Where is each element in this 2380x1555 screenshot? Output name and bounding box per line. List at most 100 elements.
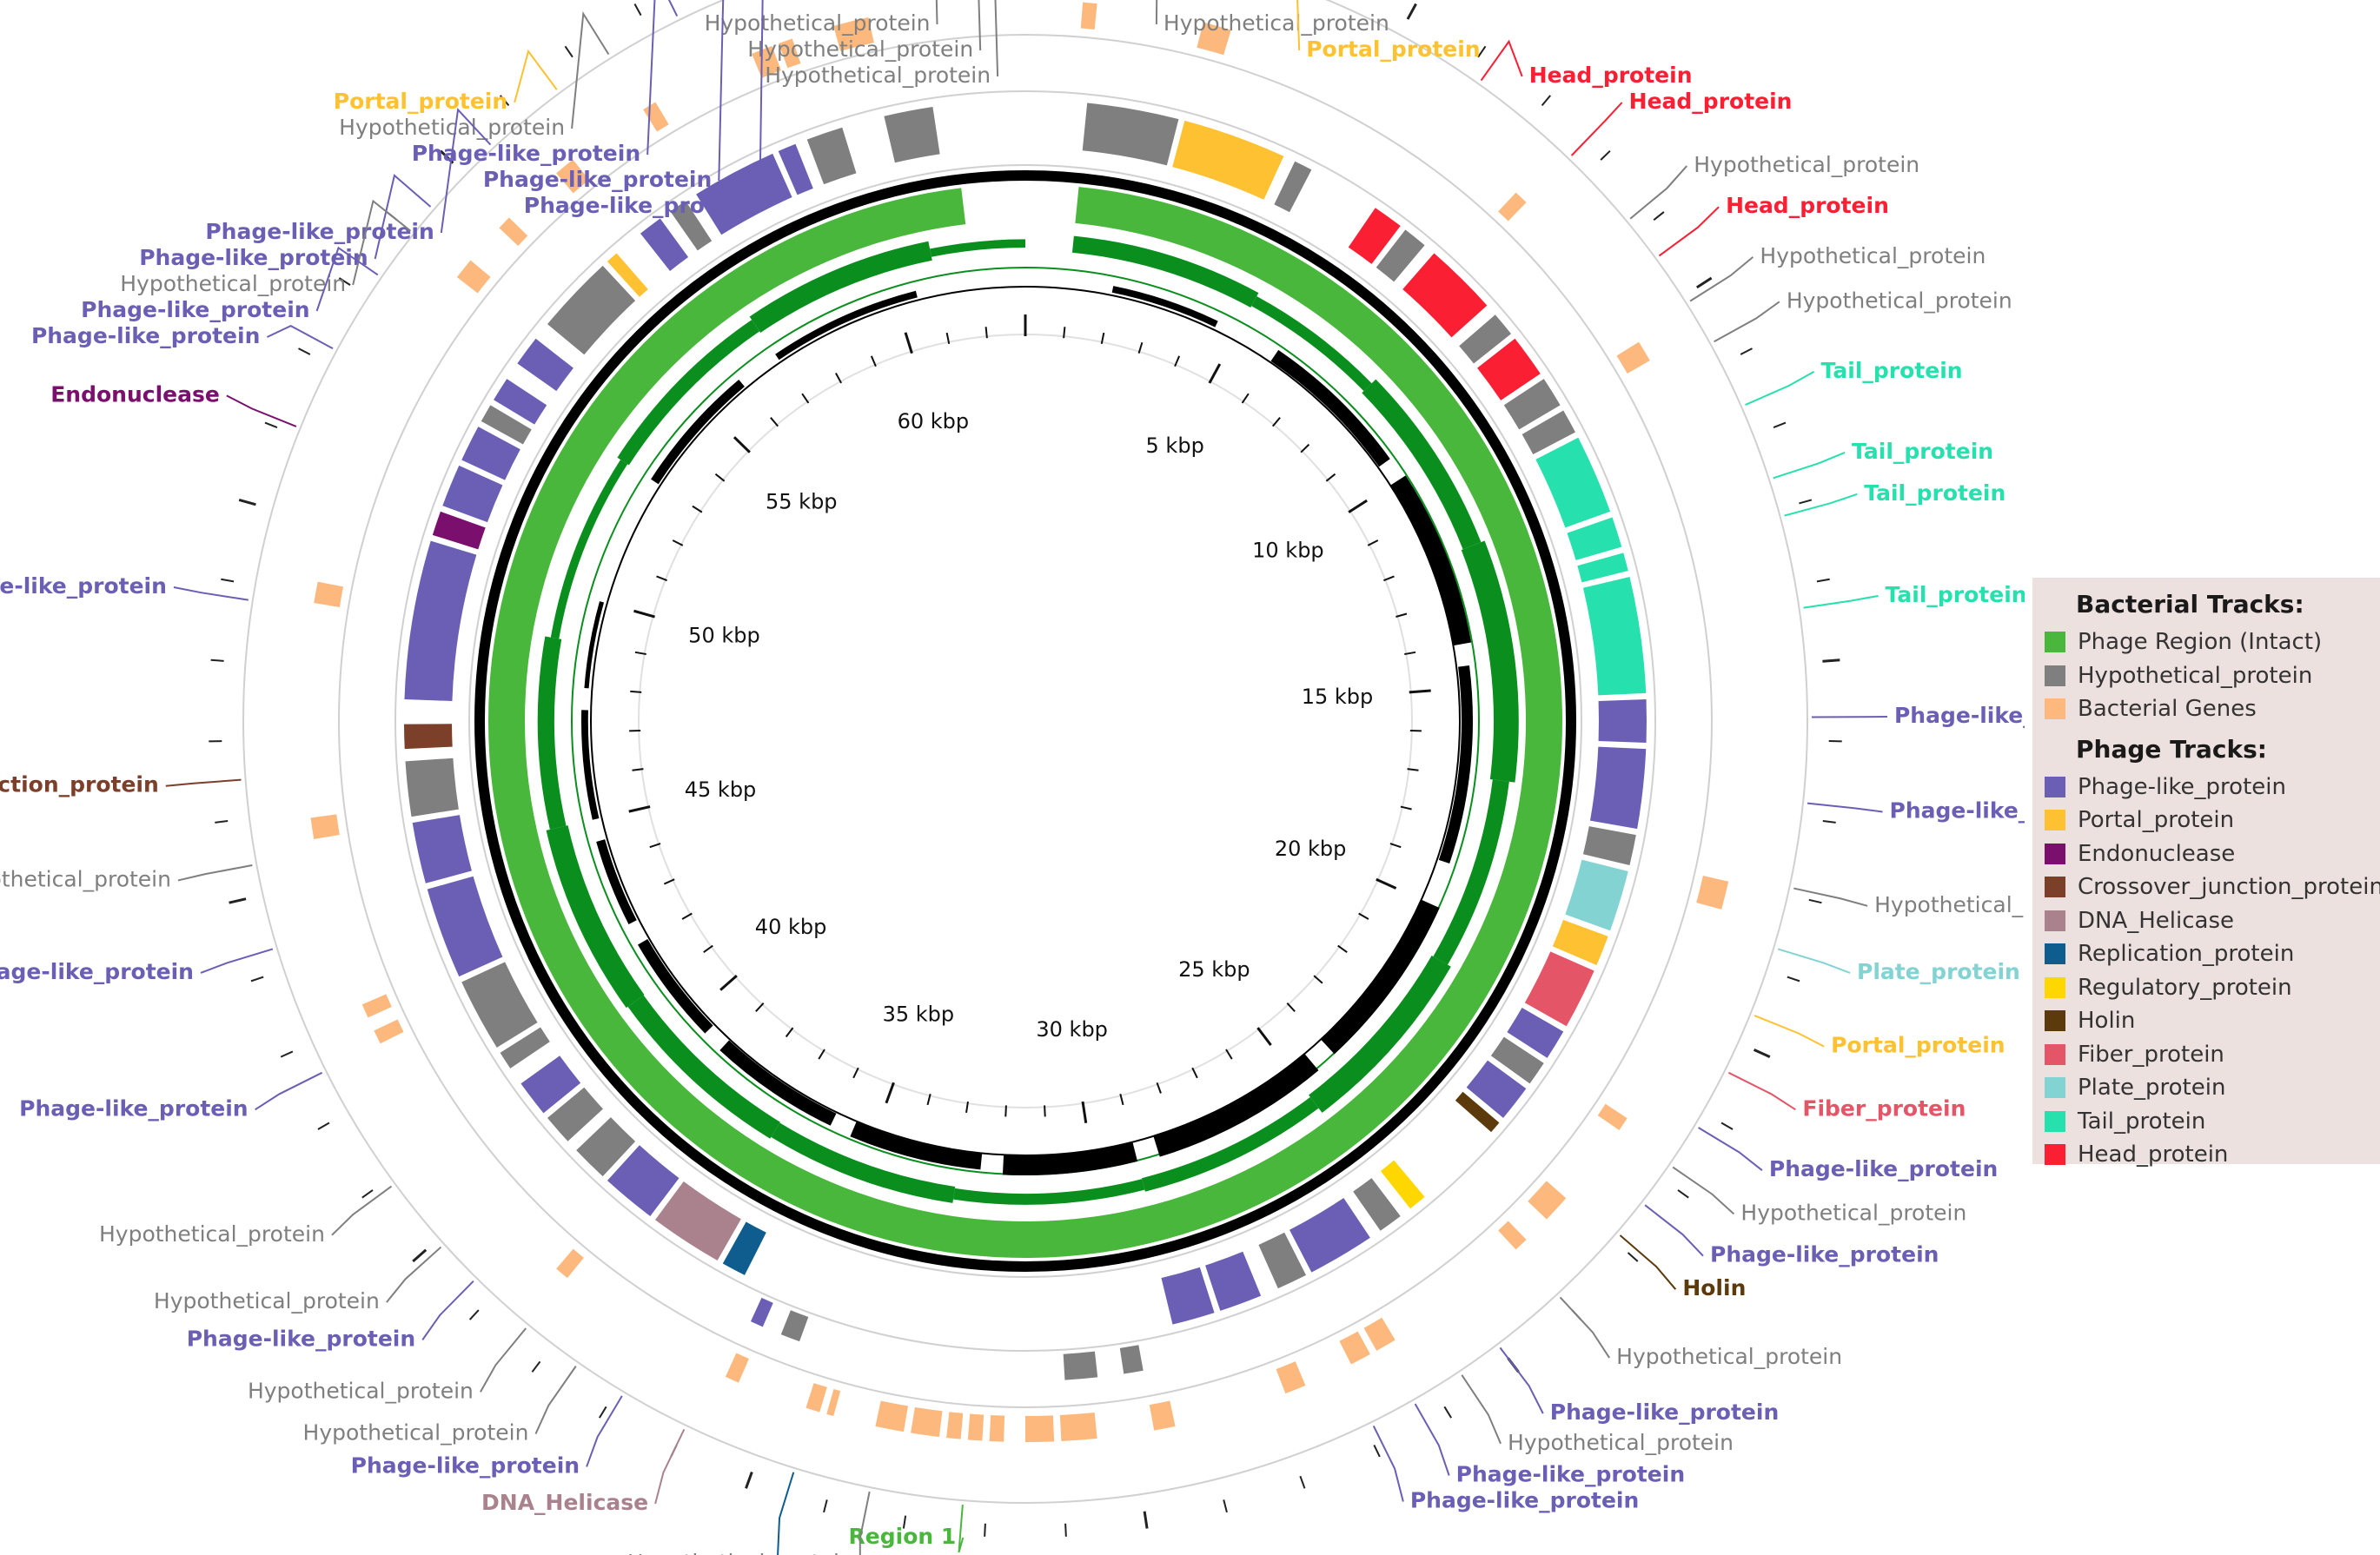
legend-item: Phage-like_protein	[2032, 771, 2380, 804]
scale-tick	[1174, 355, 1181, 367]
scale-tick	[1404, 651, 1416, 656]
phage-gene-block	[405, 758, 459, 817]
legend-swatch	[2045, 1110, 2065, 1132]
scale-tick	[672, 539, 684, 546]
annotation-label: Phage-like_protein	[1410, 1488, 1639, 1513]
annotation-label: Tail_protein	[1864, 480, 2005, 506]
phage-gene-block	[576, 1117, 636, 1177]
phage-gene-block	[1503, 379, 1561, 430]
annotation-label: Phage-like_protein	[139, 245, 368, 270]
scale-tick	[656, 575, 667, 582]
bacterial-gene-block	[1025, 1415, 1055, 1442]
scale-tick	[885, 1082, 895, 1104]
outer-tick	[598, 1406, 607, 1419]
bacterial-gene-block	[826, 1389, 841, 1417]
outer-tick	[1541, 95, 1551, 107]
annotation-label: Phage-like_protein	[1769, 1156, 1998, 1181]
phage-gene-block	[461, 962, 538, 1048]
legend-item: Head_protein	[2032, 1138, 2380, 1172]
phage-gene-block	[547, 265, 636, 355]
phage-gene-block	[1376, 229, 1425, 282]
scale-label: 15 kbp	[1302, 685, 1374, 709]
annotation-leader	[226, 394, 297, 427]
annotation-leader	[1658, 206, 1720, 257]
legend-swatch	[2045, 1144, 2065, 1166]
gc-skew-bar	[771, 1122, 956, 1203]
gc-skew-bar	[1362, 379, 1482, 550]
annotation-leader	[1672, 1166, 1735, 1215]
legend-item: Holin	[2032, 1004, 2380, 1038]
scale-tick	[634, 651, 646, 656]
scale-tick	[1300, 443, 1310, 453]
scale-tick	[1337, 944, 1348, 953]
legend-label: Holin	[2078, 1008, 2136, 1035]
bacterial-gene-block	[752, 45, 781, 78]
legend-label: Head_protein	[2078, 1141, 2229, 1168]
annotation-leader	[331, 1185, 393, 1236]
annotation-label: Hypothetical_protein	[339, 115, 565, 140]
legend-item: Crossover_junction_protein	[2032, 870, 2380, 904]
outer-tick	[215, 820, 229, 824]
phage-gene-block	[1402, 253, 1488, 338]
scale-tick	[984, 327, 988, 339]
outer-tick	[1773, 421, 1787, 428]
annotation-label: Fiber_protein	[1802, 1095, 1966, 1121]
scale-tick	[714, 473, 726, 482]
phage-gene-block	[1521, 410, 1575, 455]
annotation-leader	[654, 1428, 686, 1505]
gc-skew-bar	[1071, 235, 1259, 308]
annotation-leader	[374, 174, 432, 260]
scale-label: 10 kbp	[1252, 539, 1324, 563]
phage-gene-block	[1466, 1060, 1527, 1118]
gc-content-bar	[1320, 899, 1440, 1055]
annotation-label: Hypothetical_protein	[1616, 1344, 1842, 1369]
phage-gene-block	[442, 465, 503, 523]
legend-label: Bacterial Genes	[2078, 696, 2257, 723]
annotation-leader	[1480, 39, 1523, 82]
scale-tick	[1407, 768, 1419, 771]
scale-tick	[1208, 363, 1222, 384]
annotation-leader	[1698, 1127, 1763, 1171]
phage-genes-track	[404, 103, 1647, 1380]
legend-swatch	[2045, 810, 2065, 831]
scale-tick	[904, 332, 913, 354]
scale-tick	[770, 417, 779, 427]
annotation-label: Hypothetical_protein	[1740, 1200, 1966, 1225]
bacterial-gene-block	[1339, 1331, 1370, 1365]
scale-tick	[1400, 805, 1412, 811]
annotation-label: Phage-like_protein	[19, 1095, 248, 1121]
outer-tick	[984, 1523, 986, 1537]
track-ring	[394, 90, 1656, 1352]
annotation-label: Phage-like_protein	[31, 323, 260, 348]
annotation-leader	[514, 49, 558, 103]
annotation-leader	[1155, 0, 1158, 25]
annotation-label: Phage-like_protein	[1894, 703, 2025, 728]
scale-tick	[1389, 843, 1402, 849]
scale-tick	[755, 1002, 765, 1012]
scale-tick	[1004, 1105, 1007, 1117]
legend-item: Fiber_protein	[2032, 1038, 2380, 1072]
gc-skew-bar	[749, 241, 932, 334]
scale-tick	[719, 975, 738, 991]
track-ring	[242, 0, 1808, 1504]
outer-tick	[1677, 1189, 1689, 1199]
annotation-leader	[440, 108, 492, 234]
phage-gene-block	[1274, 161, 1312, 213]
bacterial-gene-block	[374, 1019, 404, 1044]
annotation-leader	[177, 864, 253, 882]
outer-tick	[633, 3, 642, 17]
phage-region-track	[474, 170, 1576, 1272]
bacterial-gene-block	[1597, 1103, 1628, 1130]
track-ring	[468, 164, 1582, 1278]
legend-label: Phage-like_protein	[2078, 773, 2286, 800]
gc-content-bar	[1390, 475, 1472, 646]
legend-swatch	[2045, 877, 2065, 898]
phage-gene-block	[1289, 1197, 1370, 1273]
scale-tick	[926, 1094, 931, 1106]
phage-gene-block	[1477, 338, 1541, 400]
phage-gene-block	[500, 1027, 550, 1069]
annotation-leader	[165, 778, 242, 787]
annotation-leader	[1727, 1071, 1796, 1111]
gc-skew-bar	[550, 460, 628, 639]
